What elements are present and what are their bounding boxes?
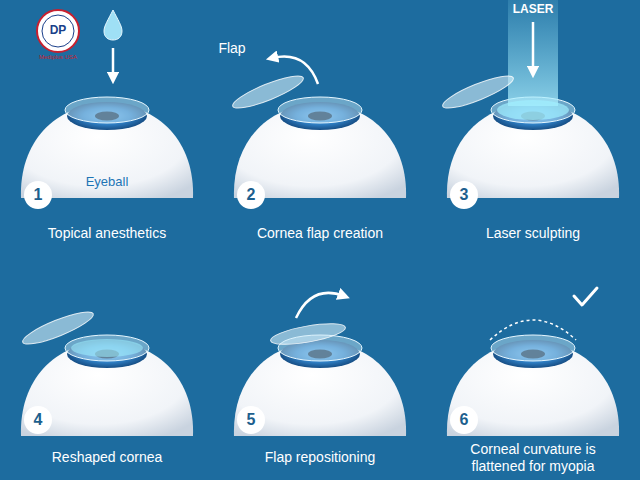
eyeball [21, 335, 193, 436]
logo-text: DP [50, 23, 67, 37]
part-label: Flap [218, 40, 245, 57]
step-number: 3 [450, 181, 478, 209]
eyeball [447, 97, 619, 198]
laser-spot [497, 100, 569, 120]
check-mark [574, 288, 597, 305]
step-caption: Topical anesthetics [48, 225, 166, 242]
reshaped-cornea [71, 339, 143, 357]
corneal-flap [230, 70, 306, 113]
logo-text: Mediplus USA [39, 54, 77, 61]
callout-number: 3 [460, 187, 469, 203]
step-number: 5 [237, 406, 265, 434]
step-caption: Cornea flap creation [257, 225, 383, 242]
step-number: 2 [237, 181, 265, 209]
down-arrow [532, 22, 535, 72]
step-caption: Reshaped cornea [52, 449, 163, 466]
callout-number: 1 [34, 187, 43, 203]
original-curvature [490, 320, 576, 340]
anesthetic-drop [104, 10, 122, 40]
corneal-flap [20, 306, 96, 349]
step-caption: Corneal curvature is flattened for myopi… [448, 441, 618, 475]
down-arrow [112, 48, 115, 78]
part-label: LASER [513, 2, 554, 16]
logo-badge [37, 10, 79, 52]
corneal-flap [440, 70, 516, 113]
step-caption: Flap repositioning [265, 449, 376, 466]
logo-ring [42, 15, 74, 47]
callout-number: 6 [460, 412, 469, 428]
curved-arrow [272, 56, 318, 84]
eyeball [21, 97, 193, 198]
step-number: 6 [450, 406, 478, 434]
laser-beam [508, 0, 558, 106]
step-caption: Laser sculpting [486, 225, 580, 242]
callout-number: 4 [34, 412, 43, 428]
eyeball [234, 97, 406, 198]
callout-number: 5 [247, 412, 256, 428]
corneal-flap [269, 320, 347, 349]
eyeball [234, 335, 406, 436]
step-number: 4 [24, 406, 52, 434]
eyeball [447, 335, 619, 436]
callout-number: 2 [247, 187, 256, 203]
step-number: 1 [24, 181, 52, 209]
part-label: Eyeball [86, 174, 129, 190]
curved-arrow [296, 293, 344, 318]
